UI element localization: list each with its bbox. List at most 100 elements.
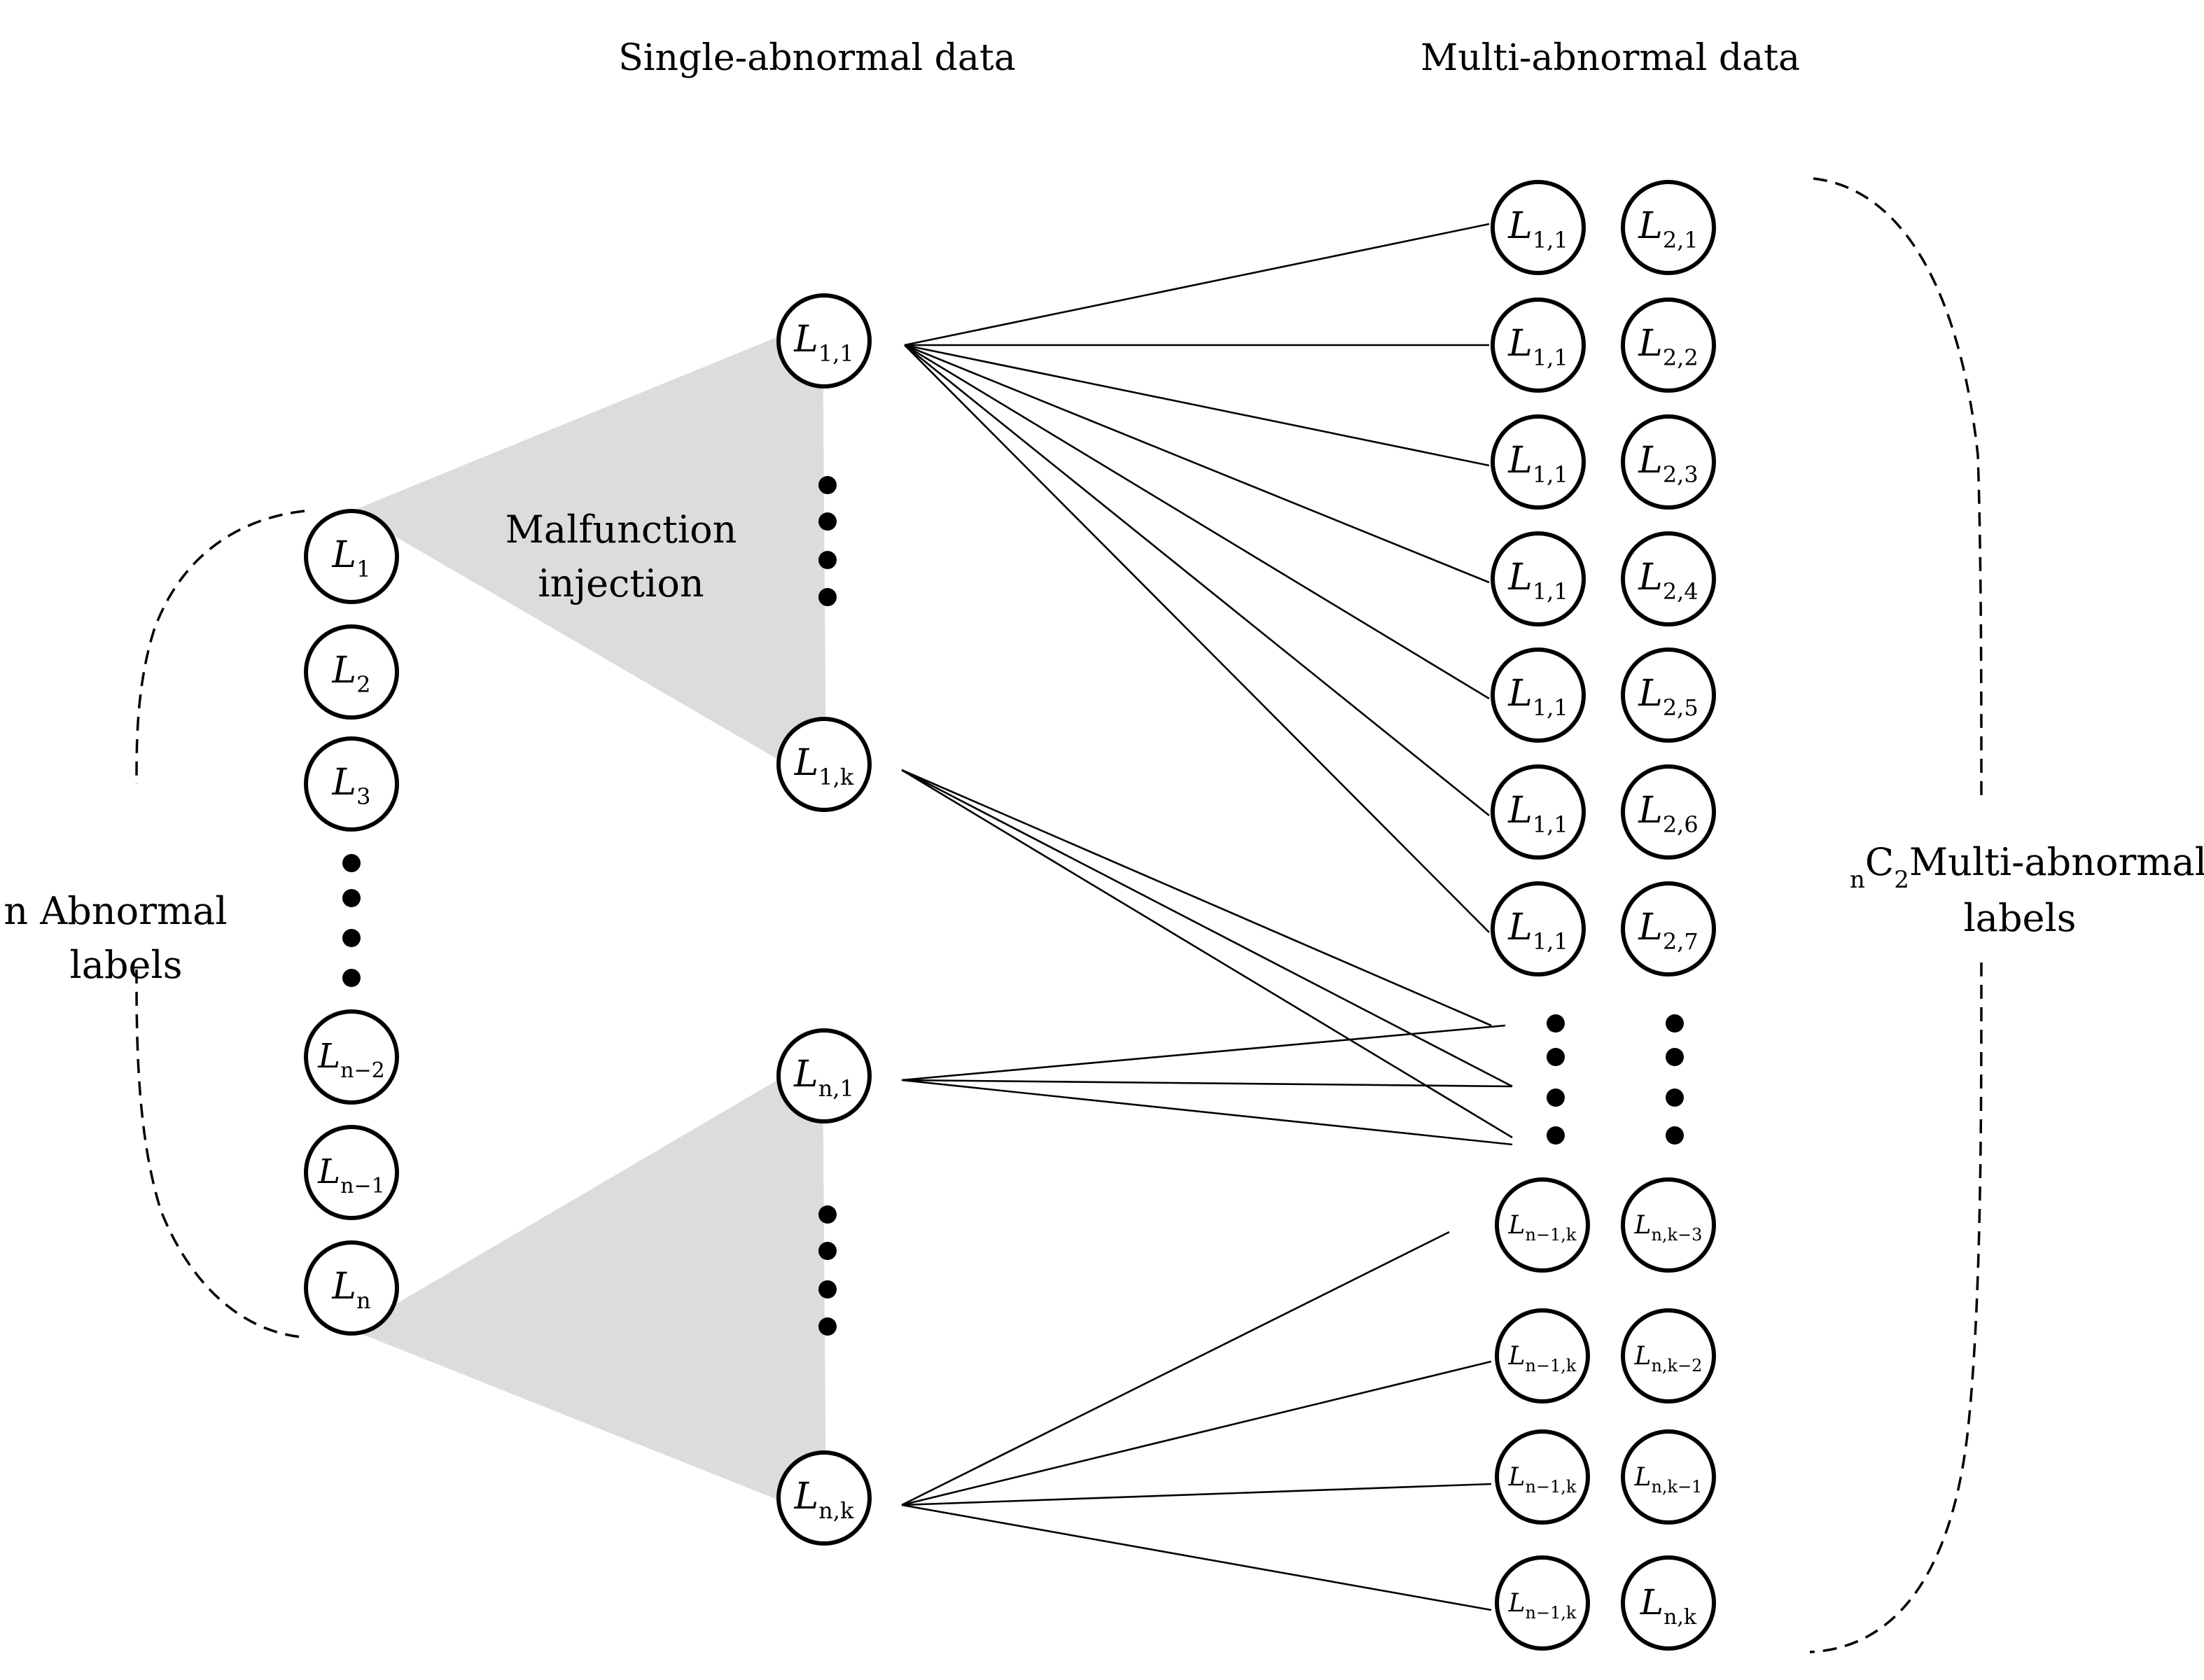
n-abnormal-label-line1: n Abnormal xyxy=(4,889,227,933)
multi-pair-2-right: L2,2 xyxy=(1621,298,1716,393)
multi-pair-b4-right: Ln,k xyxy=(1621,1555,1716,1651)
ellipsis-dot xyxy=(818,1317,837,1336)
svg-text:L2,6: L2,6 xyxy=(1638,790,1698,838)
ellipsis-dot xyxy=(342,889,361,907)
edge-line xyxy=(901,1024,1506,1082)
svg-text:L2,3: L2,3 xyxy=(1638,440,1698,488)
svg-text:L2,4: L2,4 xyxy=(1638,556,1698,605)
svg-text:L1,1: L1,1 xyxy=(1507,790,1568,838)
multi-pair-3-left: L1,1 xyxy=(1491,414,1586,510)
ellipsis-dots xyxy=(342,476,1684,1336)
edge-line xyxy=(904,344,1490,700)
svg-text:L2: L2 xyxy=(332,650,371,698)
edge-line xyxy=(901,1483,1492,1506)
multi-pair-b3-right: Ln,k−1 xyxy=(1621,1429,1716,1525)
malfunction-label-line1: Malfunction xyxy=(505,507,737,552)
ellipsis-dot xyxy=(818,588,837,606)
edge-line xyxy=(904,344,1490,933)
ellipsis-dot xyxy=(1666,1048,1684,1066)
node-l1: L1 xyxy=(304,509,399,604)
svg-text:Ln−2: Ln−2 xyxy=(317,1037,384,1083)
multi-pair-3-right: L2,3 xyxy=(1621,414,1716,510)
ellipsis-dot xyxy=(818,1242,837,1260)
ellipsis-dot xyxy=(818,476,837,494)
svg-text:Ln,k: Ln,k xyxy=(1640,1582,1697,1630)
svg-text:L1,k: L1,k xyxy=(794,742,854,790)
svg-text:L1,1: L1,1 xyxy=(1507,440,1568,488)
svg-text:L2,5: L2,5 xyxy=(1638,673,1698,721)
edge-line xyxy=(901,1504,1492,1611)
ellipsis-dot xyxy=(342,929,361,947)
svg-text:Ln−1,k: Ln−1,k xyxy=(1508,1342,1577,1376)
multi-pair-b4-left: Ln−1,k xyxy=(1495,1555,1590,1651)
svg-text:Ln−1,k: Ln−1,k xyxy=(1508,1211,1577,1245)
svg-text:Ln−1: Ln−1 xyxy=(317,1152,384,1198)
multi-pair-5-right: L2,5 xyxy=(1621,648,1716,743)
multi-pair-b1-left: Ln−1,k xyxy=(1495,1177,1590,1273)
ellipsis-dot xyxy=(1666,1014,1684,1032)
node-ln-1: Ln−1 xyxy=(304,1125,399,1220)
multi-pair-4-right: L2,4 xyxy=(1621,531,1716,626)
svg-text:L1,1: L1,1 xyxy=(1507,323,1568,371)
ellipsis-dot xyxy=(818,1205,837,1224)
ellipsis-dot xyxy=(342,854,361,872)
multi-pair-b2-right: Ln,k−2 xyxy=(1621,1308,1716,1404)
node-ln-k: Ln,k xyxy=(776,1450,872,1546)
svg-text:L1,1: L1,1 xyxy=(1507,906,1568,955)
multi-pair-6-left: L1,1 xyxy=(1491,764,1586,860)
node-l2: L2 xyxy=(304,624,399,720)
svg-text:Ln,k: Ln,k xyxy=(794,1476,854,1524)
ellipsis-dot xyxy=(1547,1048,1565,1066)
svg-text:L2,2: L2,2 xyxy=(1638,323,1698,371)
ellipsis-dot xyxy=(342,969,361,987)
edge-line xyxy=(901,769,1513,1139)
node-l3: L3 xyxy=(304,736,399,832)
svg-text:L1: L1 xyxy=(332,534,371,582)
svg-text:L1,1: L1,1 xyxy=(793,318,853,367)
ellipsis-dot xyxy=(818,512,837,531)
svg-text:Ln,k−1: Ln,k−1 xyxy=(1634,1463,1703,1497)
svg-text:L3: L3 xyxy=(332,762,371,810)
nodes: L1 L2 L3 Ln−2 Ln−1 Ln L1,1 L1,k Ln,1 Ln,… xyxy=(304,180,1716,1651)
edge-line xyxy=(901,769,1513,1088)
node-ln-1st: Ln,1 xyxy=(776,1028,872,1124)
node-ln: Ln xyxy=(304,1240,399,1336)
fan-top xyxy=(351,318,826,788)
multi-pair-5-left: L1,1 xyxy=(1491,648,1586,743)
multi-pair-1-left: L1,1 xyxy=(1491,180,1586,275)
svg-text:Ln,1: Ln,1 xyxy=(793,1054,854,1102)
multi-pair-6-right: L2,6 xyxy=(1621,764,1716,860)
svg-text:Ln−1,k: Ln−1,k xyxy=(1508,1463,1577,1497)
ellipsis-dot xyxy=(1547,1088,1565,1107)
svg-text:L1,1: L1,1 xyxy=(1507,673,1568,721)
multi-pair-7-left: L1,1 xyxy=(1491,881,1586,976)
ellipsis-dot xyxy=(818,1280,837,1298)
edge-line xyxy=(904,344,1490,817)
edge-line xyxy=(904,223,1490,346)
edge-line xyxy=(904,344,1490,467)
multi-pair-1-right: L2,1 xyxy=(1621,180,1716,275)
edge-line xyxy=(901,1231,1450,1506)
title-single: Single-abnormal data xyxy=(618,37,1016,79)
node-l1-1: L1,1 xyxy=(776,293,872,388)
ellipsis-dot xyxy=(1547,1126,1565,1144)
fan-bottom xyxy=(351,1054,826,1519)
svg-text:L2,7: L2,7 xyxy=(1638,906,1698,955)
edge-line xyxy=(901,769,1492,1027)
edge-line xyxy=(901,1360,1492,1506)
title-multi: Multi-abnormal data xyxy=(1421,37,1800,79)
node-l1-k: L1,k xyxy=(776,717,872,812)
left-brace xyxy=(135,510,305,1338)
edge-line xyxy=(904,344,1490,584)
edges xyxy=(901,223,1513,1611)
malfunction-label-line2: injection xyxy=(538,561,704,606)
multi-pair-b1-right: Ln,k−3 xyxy=(1621,1177,1716,1273)
ellipsis-dot xyxy=(1547,1014,1565,1032)
svg-text:Ln: Ln xyxy=(331,1266,370,1314)
multi-pair-2-left: L1,1 xyxy=(1491,298,1586,393)
ellipsis-dot xyxy=(1666,1126,1684,1144)
svg-text:Ln,k−3: Ln,k−3 xyxy=(1634,1211,1703,1245)
ellipsis-dot xyxy=(1666,1088,1684,1107)
multi-pair-4-left: L1,1 xyxy=(1491,531,1586,626)
